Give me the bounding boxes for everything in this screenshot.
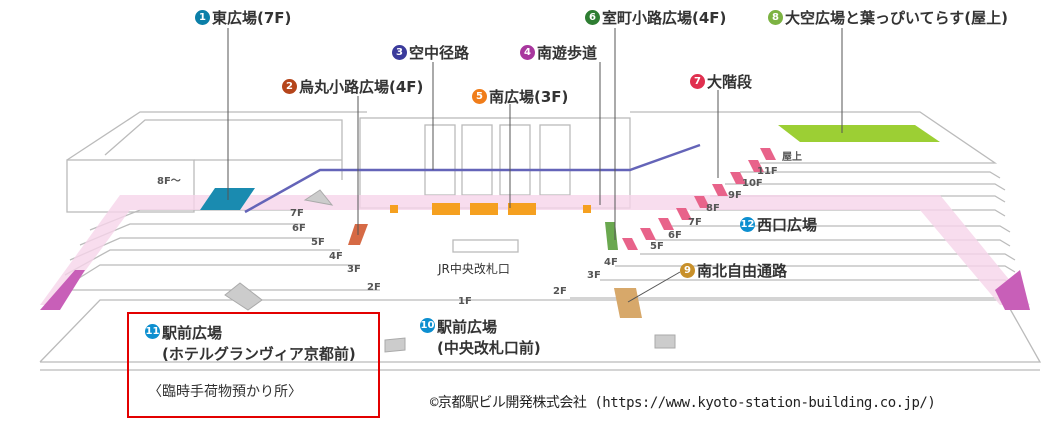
badge-7: 7	[690, 74, 705, 89]
temporary-luggage-note: 〈臨時手荷物預かり所〉	[148, 384, 302, 400]
label-text: 大階段	[707, 73, 753, 91]
floor-label: 5F	[650, 241, 664, 252]
label-text: 大空広場と葉っぴいてらす(屋上)	[785, 9, 1008, 27]
badge-11: 11	[145, 324, 160, 339]
copyright-notice: ©京都駅ビル開発株式会社 (https://www.kyoto-station-…	[430, 395, 936, 411]
badge-2: 2	[282, 79, 297, 94]
floor-label: 11F	[757, 166, 778, 177]
label-text: 空中径路	[409, 44, 470, 62]
badge-4: 4	[520, 45, 535, 60]
area-9-north-south-passage	[614, 288, 642, 318]
floor-label: 屋上	[782, 152, 802, 163]
badge-10: 10	[420, 318, 435, 333]
floor-label: 6F	[292, 223, 306, 234]
skyway-path	[244, 143, 701, 214]
floor-label: 4F	[329, 251, 343, 262]
label-text: 南広場(3F)	[489, 88, 569, 106]
floor-label: 5F	[311, 237, 325, 248]
badge-9: 9	[680, 263, 695, 278]
stair-blocks	[224, 189, 676, 353]
label-subtext: (中央改札口前)	[437, 339, 541, 357]
area-6-muromachi	[605, 222, 618, 250]
label-subtext: (ホテルグランヴィア京都前)	[162, 345, 356, 363]
badge-8: 8	[768, 10, 783, 25]
floor-label: 6F	[668, 230, 682, 241]
label-text: 駅前広場	[437, 318, 498, 336]
badge-3: 3	[392, 45, 407, 60]
south-walkway-band	[40, 195, 1030, 305]
highlight-box	[127, 312, 380, 418]
floor-label-1f: 1F	[458, 296, 472, 307]
floor-label: 7F	[290, 208, 304, 219]
badge-12: 12	[740, 217, 755, 232]
area-8-sky-garden	[778, 125, 940, 142]
floor-label: 10F	[742, 178, 763, 189]
label-text: 南北自由通路	[697, 262, 788, 280]
label-text: 南遊歩道	[537, 44, 598, 62]
leader-lines	[227, 28, 843, 303]
floor-label: 8F〜	[157, 176, 181, 187]
floor-label: 3F	[347, 264, 361, 275]
floor-label: 9F	[728, 190, 742, 201]
walkway-end-left	[40, 270, 85, 310]
floor-label: 4F	[604, 257, 618, 268]
floor-label: 3F	[587, 270, 601, 281]
floor-label: 2F	[367, 282, 381, 293]
badge-5: 5	[472, 89, 487, 104]
badge-6: 6	[585, 10, 600, 25]
jr-central-gate-label: JR中央改札口	[438, 262, 510, 276]
floor-label: 8F	[706, 203, 720, 214]
label-text: 西口広場	[757, 216, 818, 234]
label-text: 烏丸小路広場(4F)	[299, 78, 424, 96]
badge-1: 1	[195, 10, 210, 25]
walkway-end-right	[995, 270, 1030, 310]
area-7-grand-stairway	[622, 148, 776, 250]
label-text: 室町小路広場(4F)	[602, 9, 727, 27]
label-text: 東広場(7F)	[212, 9, 292, 27]
floor-label: 2F	[553, 286, 567, 297]
area-5-south-plaza	[390, 203, 591, 215]
floor-label: 7F	[688, 217, 702, 228]
label-text: 駅前広場	[162, 324, 223, 342]
